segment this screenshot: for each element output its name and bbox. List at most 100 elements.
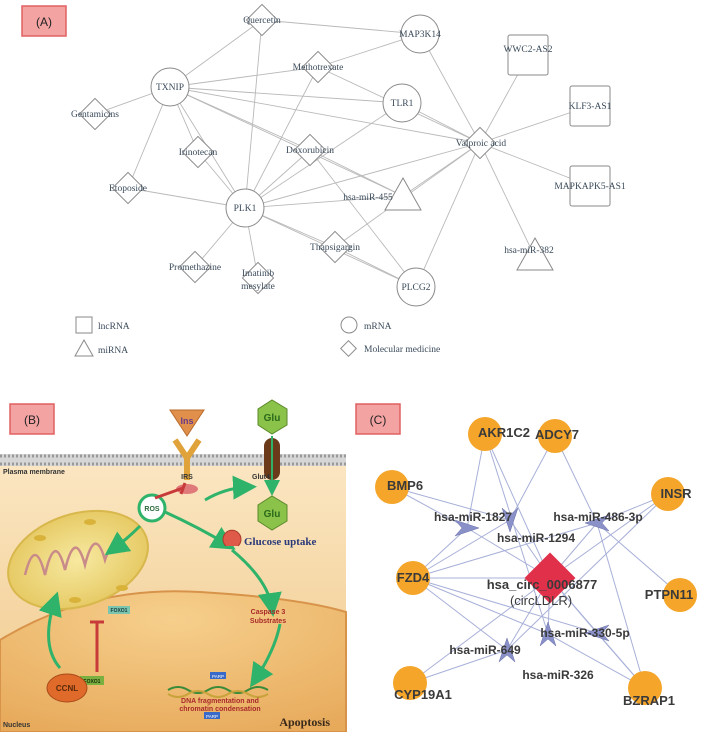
node-map3k14-label: MAP3K14 xyxy=(399,30,441,40)
circ-label-2: (circLDLR) xyxy=(510,593,572,608)
node-promethazine-diamond xyxy=(178,250,212,284)
gene-adcy7-label: ADCY7 xyxy=(535,427,579,442)
gene-ptpn11-label: PTPN11 xyxy=(645,587,693,602)
legend-molecular-label: Molecular medicine xyxy=(364,345,440,355)
node-klf3-square xyxy=(569,85,611,127)
node-mapkapk5-square xyxy=(569,165,611,207)
mir486-shape xyxy=(584,514,610,532)
node-valproic-label: Valproic acid xyxy=(456,139,507,149)
node-gentamicins-label: Gentamicins xyxy=(71,110,119,120)
panel-a-tag-box xyxy=(21,5,67,37)
ros-label: ROS xyxy=(144,506,160,513)
mir326-shape xyxy=(539,621,557,647)
glu-bottom-label: Glu xyxy=(264,509,281,520)
gene-adcy7 xyxy=(538,419,572,453)
node-txnip-label: TXNIP xyxy=(156,83,184,93)
panel-a-legend: lncRNA miRNA mRNA Molecular medicine xyxy=(74,316,440,357)
panel-c: (C) xyxy=(355,403,697,708)
foxo1-nucleus xyxy=(80,676,104,685)
node-mir382-triangle xyxy=(516,236,554,271)
node-plk1-circle xyxy=(225,188,265,228)
node-tlr1-circle xyxy=(382,83,422,123)
node-valproic-diamond xyxy=(463,126,497,160)
node-wwc2-square xyxy=(507,34,549,76)
arrow-caspase-to-substrates xyxy=(231,548,282,617)
node-map3k14-circle xyxy=(400,14,440,54)
mir1827-label: hsa-miR-1827 xyxy=(434,510,512,524)
panel-b: (B) Plasma membrane Nucleus Ins IRS xyxy=(0,378,347,732)
arrow-ros-to-mito xyxy=(104,524,142,556)
circ-label-1: hsa_circ_0006877 xyxy=(487,577,598,592)
node-mir455-label: hsa-miR-455 xyxy=(343,193,393,203)
node-methotrexate-diamond xyxy=(301,50,335,84)
glu-top-hexagon xyxy=(257,399,288,435)
legend-mrna-label: mRNA xyxy=(364,322,392,332)
ins-label: Ins xyxy=(180,416,193,426)
node-plcg2-label: PLCG2 xyxy=(401,283,430,293)
parp-bottom xyxy=(204,712,220,719)
parp-top xyxy=(210,672,226,679)
gene-insr-label: INSR xyxy=(660,486,692,501)
legend-mrna-circle xyxy=(340,316,358,334)
nucleus-label: Nucleus xyxy=(3,722,30,729)
panel-c-tag: (C) xyxy=(370,413,387,427)
node-quercetin-label: Quercetin xyxy=(243,16,281,26)
legend-molecular-diamond xyxy=(340,340,357,357)
foxo1-cytoplasm xyxy=(108,606,130,614)
panel-b-tag: (B) xyxy=(24,413,40,427)
mir330-label: hsa-miR-330-5p xyxy=(540,626,629,640)
node-plcg2-circle xyxy=(396,267,436,307)
parp-bottom-label: PARP xyxy=(206,714,218,719)
node-imatinib-diamond xyxy=(241,261,275,295)
dna-strand-1 xyxy=(167,686,269,694)
caspase-label-2: Substrates xyxy=(250,618,286,625)
mir326-label: hsa-miR-326 xyxy=(522,668,594,682)
ros-circle xyxy=(137,493,167,523)
node-txnip-circle xyxy=(150,67,190,107)
plasma-membrane-label: Plasma membrane xyxy=(3,469,65,476)
circ-ldlr-diamond xyxy=(524,552,576,604)
dna-label-2: chromatin condensation xyxy=(179,706,260,713)
node-gentamicins-diamond xyxy=(78,97,112,131)
gene-bzrap1 xyxy=(628,671,662,705)
mir1294-shape xyxy=(501,507,519,533)
node-methotrexate-label: Methotrexate xyxy=(293,63,344,73)
caspase-label-1: Caspase 3 xyxy=(251,609,286,616)
node-tlr1-label: TLR1 xyxy=(391,99,414,109)
gene-bzrap1-label: BZRAP1 xyxy=(623,693,675,708)
gene-akr1c2 xyxy=(468,417,502,451)
mir1294-label: hsa-miR-1294 xyxy=(497,531,575,545)
node-mir455-triangle xyxy=(384,176,422,211)
legend-mirna-label: miRNA xyxy=(98,346,128,356)
node-doxorubicin-label: Doxorubicin xyxy=(286,146,334,156)
arrow-irs-to-glut4 xyxy=(204,475,257,502)
dna-strand-2 xyxy=(167,690,269,698)
glu-bottom-hexagon xyxy=(257,495,288,531)
gene-fzd4 xyxy=(396,561,430,595)
node-mapkapk5-label: MAPKAPK5-AS1 xyxy=(554,182,626,192)
node-quercetin-diamond xyxy=(245,3,279,37)
node-etoposide-label: Etoposide xyxy=(109,184,147,194)
dna-label-1: DNA fragmentation and xyxy=(181,698,259,705)
mir649-label: hsa-miR-649 xyxy=(449,643,521,657)
caspase-icon xyxy=(222,529,242,547)
mir1827-shape xyxy=(454,519,480,537)
gene-insr xyxy=(651,477,685,511)
node-irinotecan-label: Irinotecan xyxy=(179,148,218,158)
panel-a-tag: (A) xyxy=(36,15,52,29)
node-klf3-label: KLF3-AS1 xyxy=(569,102,612,112)
node-mir382-label: hsa-miR-382 xyxy=(504,246,554,256)
panel-c-tag-box xyxy=(355,403,401,435)
gene-cyp19a1-label: CYP19A1 xyxy=(394,687,452,702)
mir649-shape xyxy=(498,637,516,663)
node-thapsigargin-label: Thapsigargin xyxy=(310,243,360,253)
node-etoposide-diamond xyxy=(111,171,145,205)
node-imatinib-label-2: mesylate xyxy=(241,282,275,292)
parp-top-label: PARP xyxy=(212,674,224,679)
arrow-to-dna xyxy=(250,623,282,688)
plasma-membrane xyxy=(0,454,346,466)
legend-lncrna-square xyxy=(75,316,93,334)
glu-top-label: Glu xyxy=(264,413,281,424)
panel-a: (A) xyxy=(21,3,626,357)
